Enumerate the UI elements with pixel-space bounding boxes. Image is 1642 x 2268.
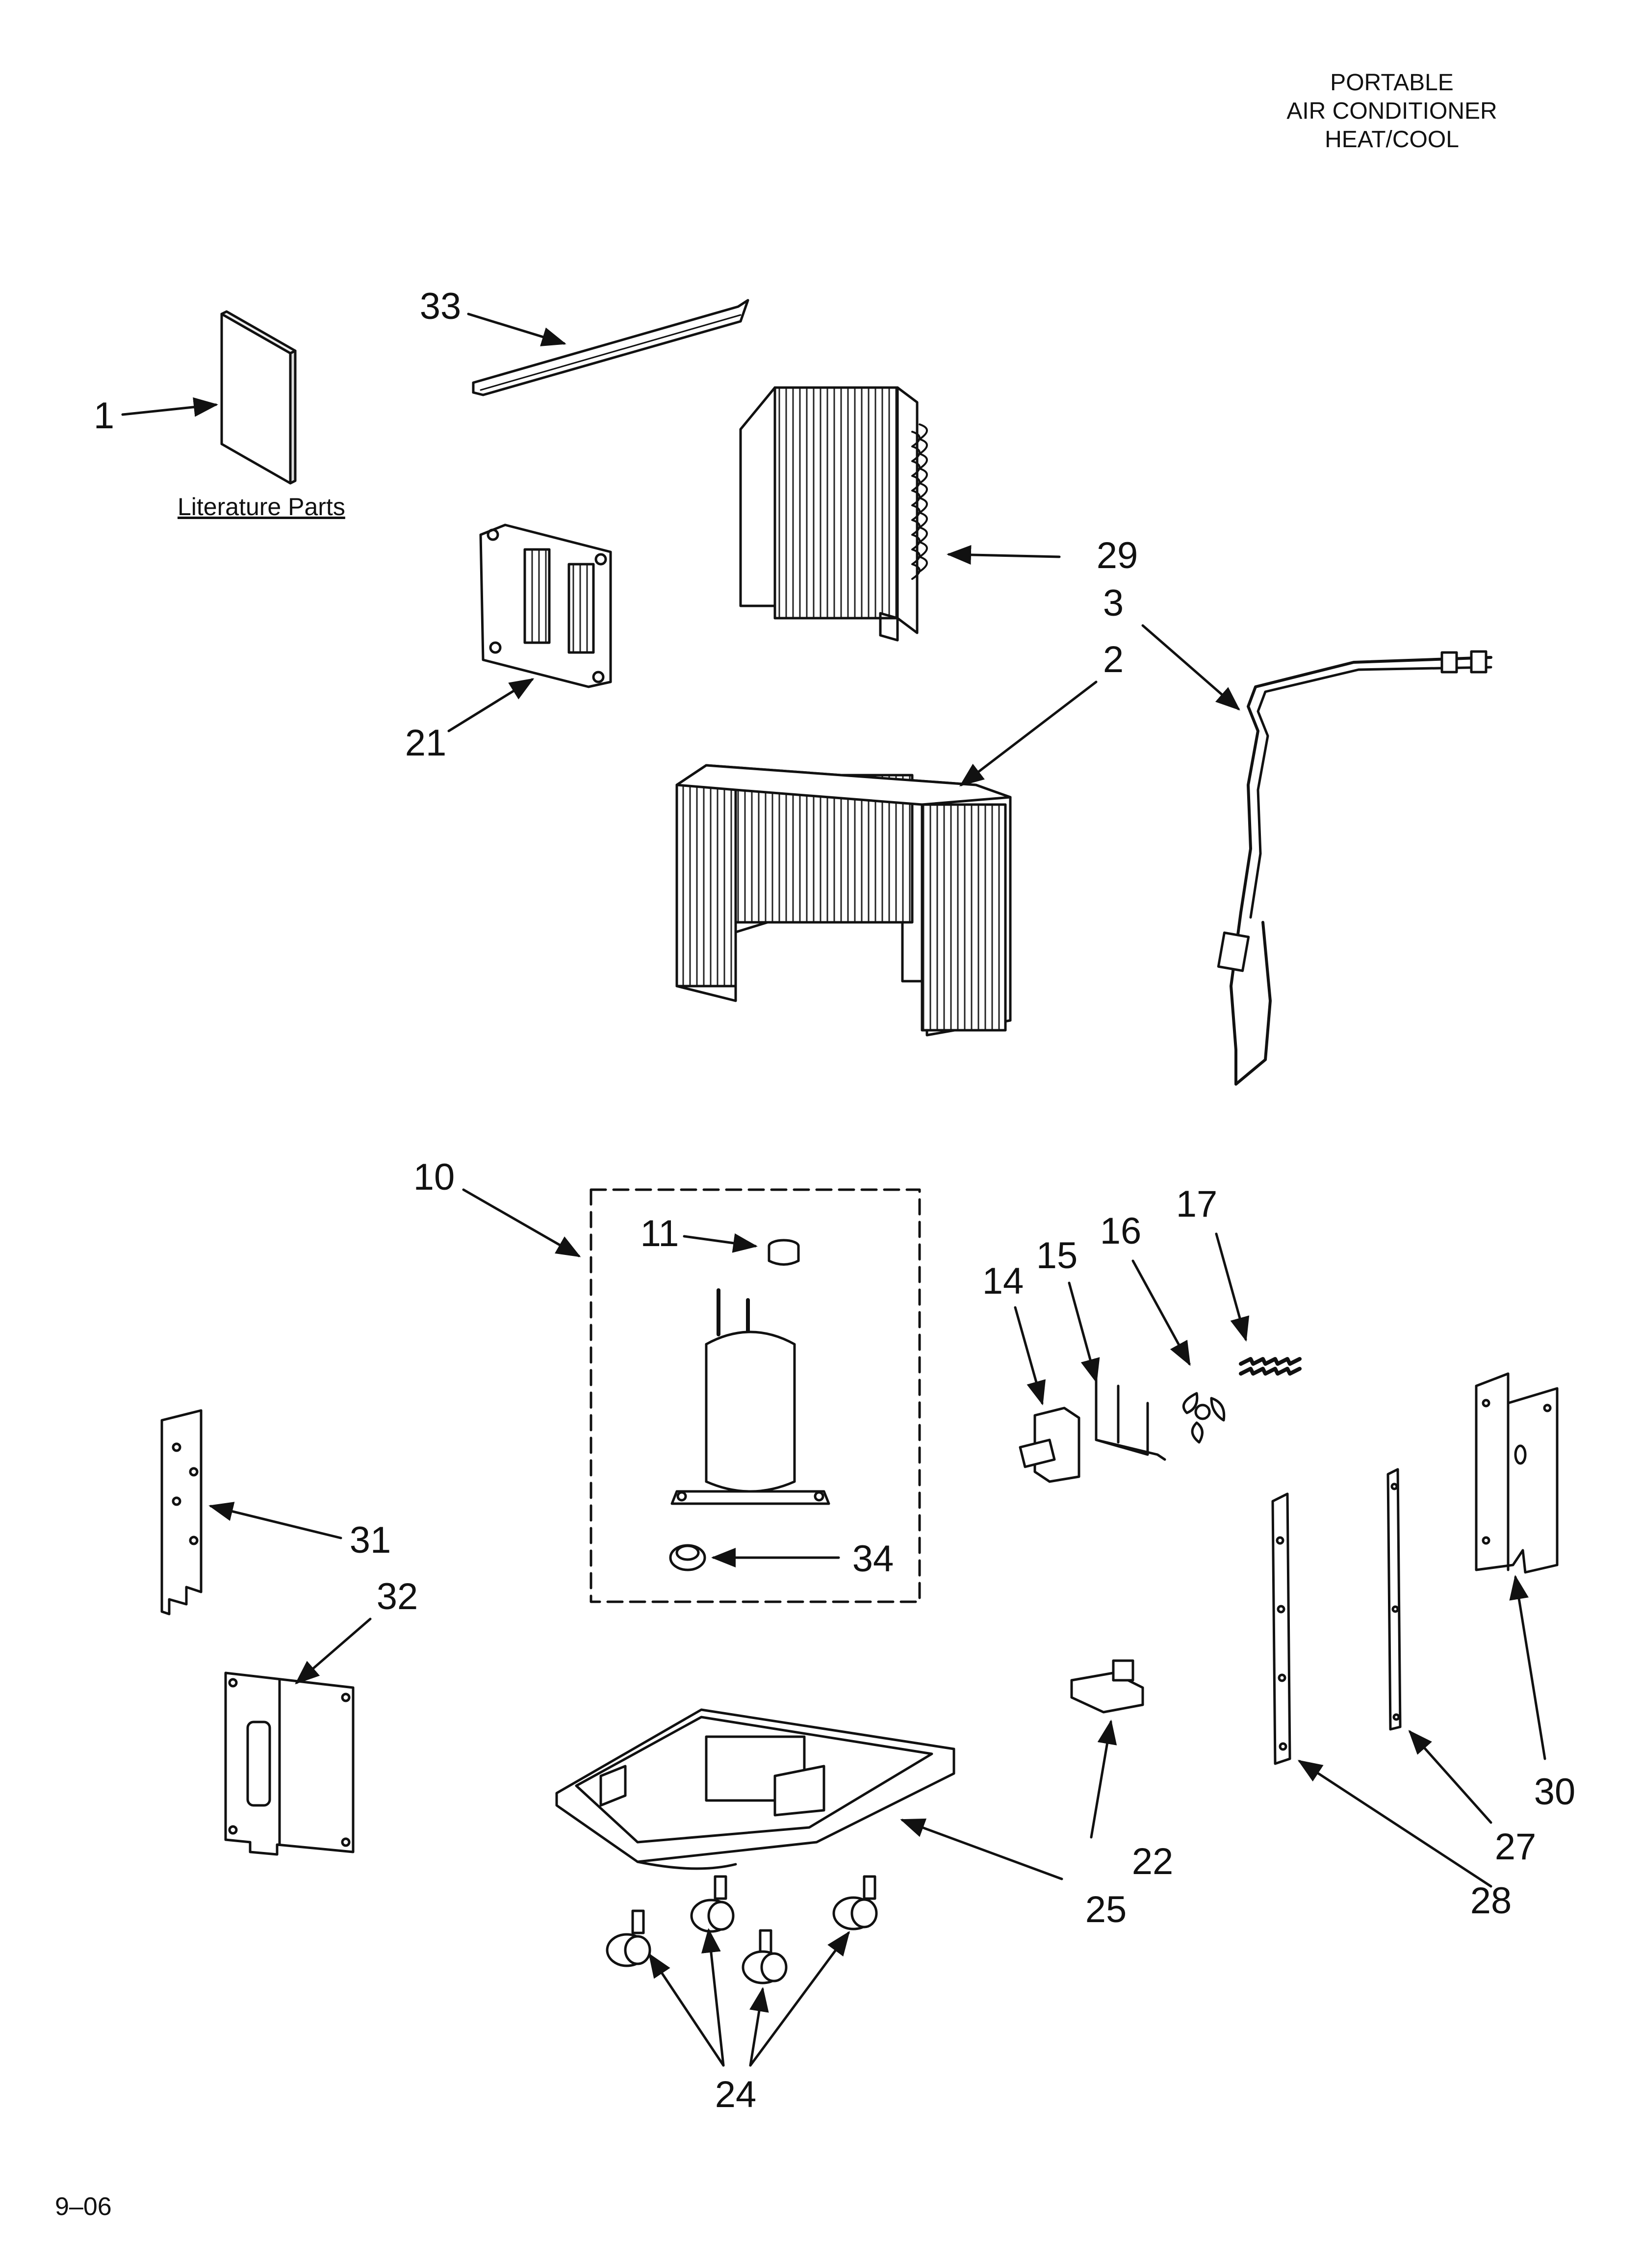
side-panel-left (160, 1409, 203, 1616)
callout-24: 24 (715, 2074, 757, 2115)
callout-34: 34 (852, 1538, 894, 1580)
callout-1: 1 (93, 395, 115, 437)
callout-3: 3 (1103, 582, 1124, 624)
thin-rail (1386, 1468, 1402, 1731)
title-line-3: HEAT/COOL (1325, 127, 1459, 153)
foam-strip (472, 299, 749, 396)
callout-25: 25 (1085, 1889, 1127, 1930)
callout-2: 2 (1103, 639, 1124, 680)
callout-27: 27 (1494, 1826, 1537, 1868)
side-channel (1475, 1372, 1559, 1574)
date-code: 9–06 (55, 2192, 112, 2221)
overload-protector (768, 1239, 800, 1266)
literature-parts-label: Literature Parts (178, 493, 345, 521)
callout-31: 31 (349, 1519, 391, 1561)
spring (1239, 1357, 1302, 1376)
callout-14: 14 (982, 1260, 1024, 1302)
caster-1 (606, 1909, 651, 1967)
callout-22: 22 (1131, 1841, 1174, 1882)
caster-2 (690, 1875, 735, 1933)
callout-29: 29 (1096, 535, 1138, 576)
callout-17: 17 (1176, 1183, 1218, 1225)
capillary-tube (1217, 650, 1492, 1086)
long-rail (1271, 1492, 1291, 1765)
heater-bracket (479, 523, 612, 688)
callout-28: 28 (1470, 1880, 1512, 1922)
callout-15: 15 (1036, 1235, 1078, 1277)
fan-motor-bracket (1095, 1377, 1166, 1461)
callout-32: 32 (376, 1576, 418, 1617)
literature-booklet (220, 310, 297, 485)
capacitor-relay (1070, 1659, 1144, 1714)
callout-21: 21 (405, 722, 447, 764)
grommet (669, 1544, 706, 1571)
callout-10: 10 (413, 1156, 455, 1198)
fan-blade (1182, 1392, 1226, 1444)
compressor (670, 1288, 830, 1505)
condenser-coil (739, 386, 928, 642)
callout-11: 11 (640, 1213, 679, 1254)
selector-switch (1019, 1407, 1080, 1483)
caster-3 (742, 1929, 788, 1984)
back-panel (224, 1671, 355, 1856)
base-pan (555, 1708, 955, 1870)
callout-30: 30 (1534, 1771, 1576, 1813)
caster-4 (832, 1875, 878, 1930)
title-line-2: AIR CONDITIONER (1286, 98, 1497, 124)
leader-lines (121, 313, 1546, 2067)
diagram-title: PORTABLE AIR CONDITIONER HEAT/COOL (1220, 69, 1564, 154)
title-line-1: PORTABLE (1330, 70, 1454, 96)
evaporator-coil (675, 764, 1012, 1037)
compressor-kit-box (590, 1188, 921, 1603)
callout-16: 16 (1100, 1210, 1142, 1252)
callout-33: 33 (419, 286, 462, 327)
